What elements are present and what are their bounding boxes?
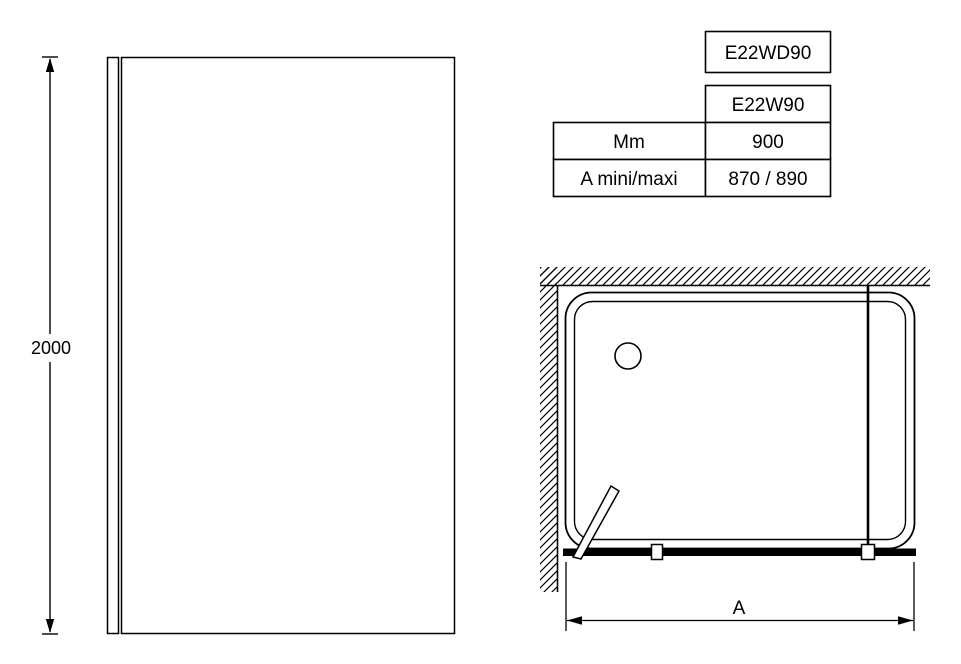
a-range-value: 870 / 890 [728, 169, 807, 190]
front-elevation-view: 2000 [31, 56, 456, 635]
dimension-arrow-down [45, 619, 55, 633]
width-dimension-label: A [733, 598, 746, 619]
drain-circle [614, 342, 642, 370]
clamp-fitting-right [860, 543, 876, 561]
wall-hatch-left [540, 267, 557, 592]
a-range-label: A mini/maxi [580, 169, 677, 190]
dimension-arrow-right [898, 616, 913, 625]
spec-table: E22WD90 E22W90 Mm 900 A mini/maxi 870 / … [552, 30, 832, 198]
width-dimension: A [565, 562, 915, 631]
pivot-door-panel [571, 484, 621, 560]
table-cell-label-width-border [552, 121, 707, 161]
table-cell-value-width-border [704, 121, 832, 161]
table-cell-value-a-border [704, 158, 832, 198]
clamp-fitting-mid [650, 543, 664, 561]
height-dimension-label: 2000 [31, 338, 71, 358]
glass-panel-front [120, 56, 456, 635]
model-code-primary: E22WD90 [725, 43, 812, 64]
model-code-secondary: E22W90 [732, 95, 805, 116]
dimension-arrow-left [567, 616, 582, 625]
wall-profile-strip [106, 56, 120, 635]
wall-hatch-top [540, 267, 930, 285]
height-dimension: 2000 [31, 56, 71, 635]
table-cell-model-1-border [704, 30, 832, 74]
width-row-label: Mm [613, 132, 645, 153]
shower-tray-inner [573, 300, 907, 541]
glass-panel-bottom-bar [563, 548, 916, 556]
plan-view: A [540, 267, 930, 631]
dimension-arrow-up [45, 58, 55, 72]
width-row-value: 900 [752, 132, 784, 153]
